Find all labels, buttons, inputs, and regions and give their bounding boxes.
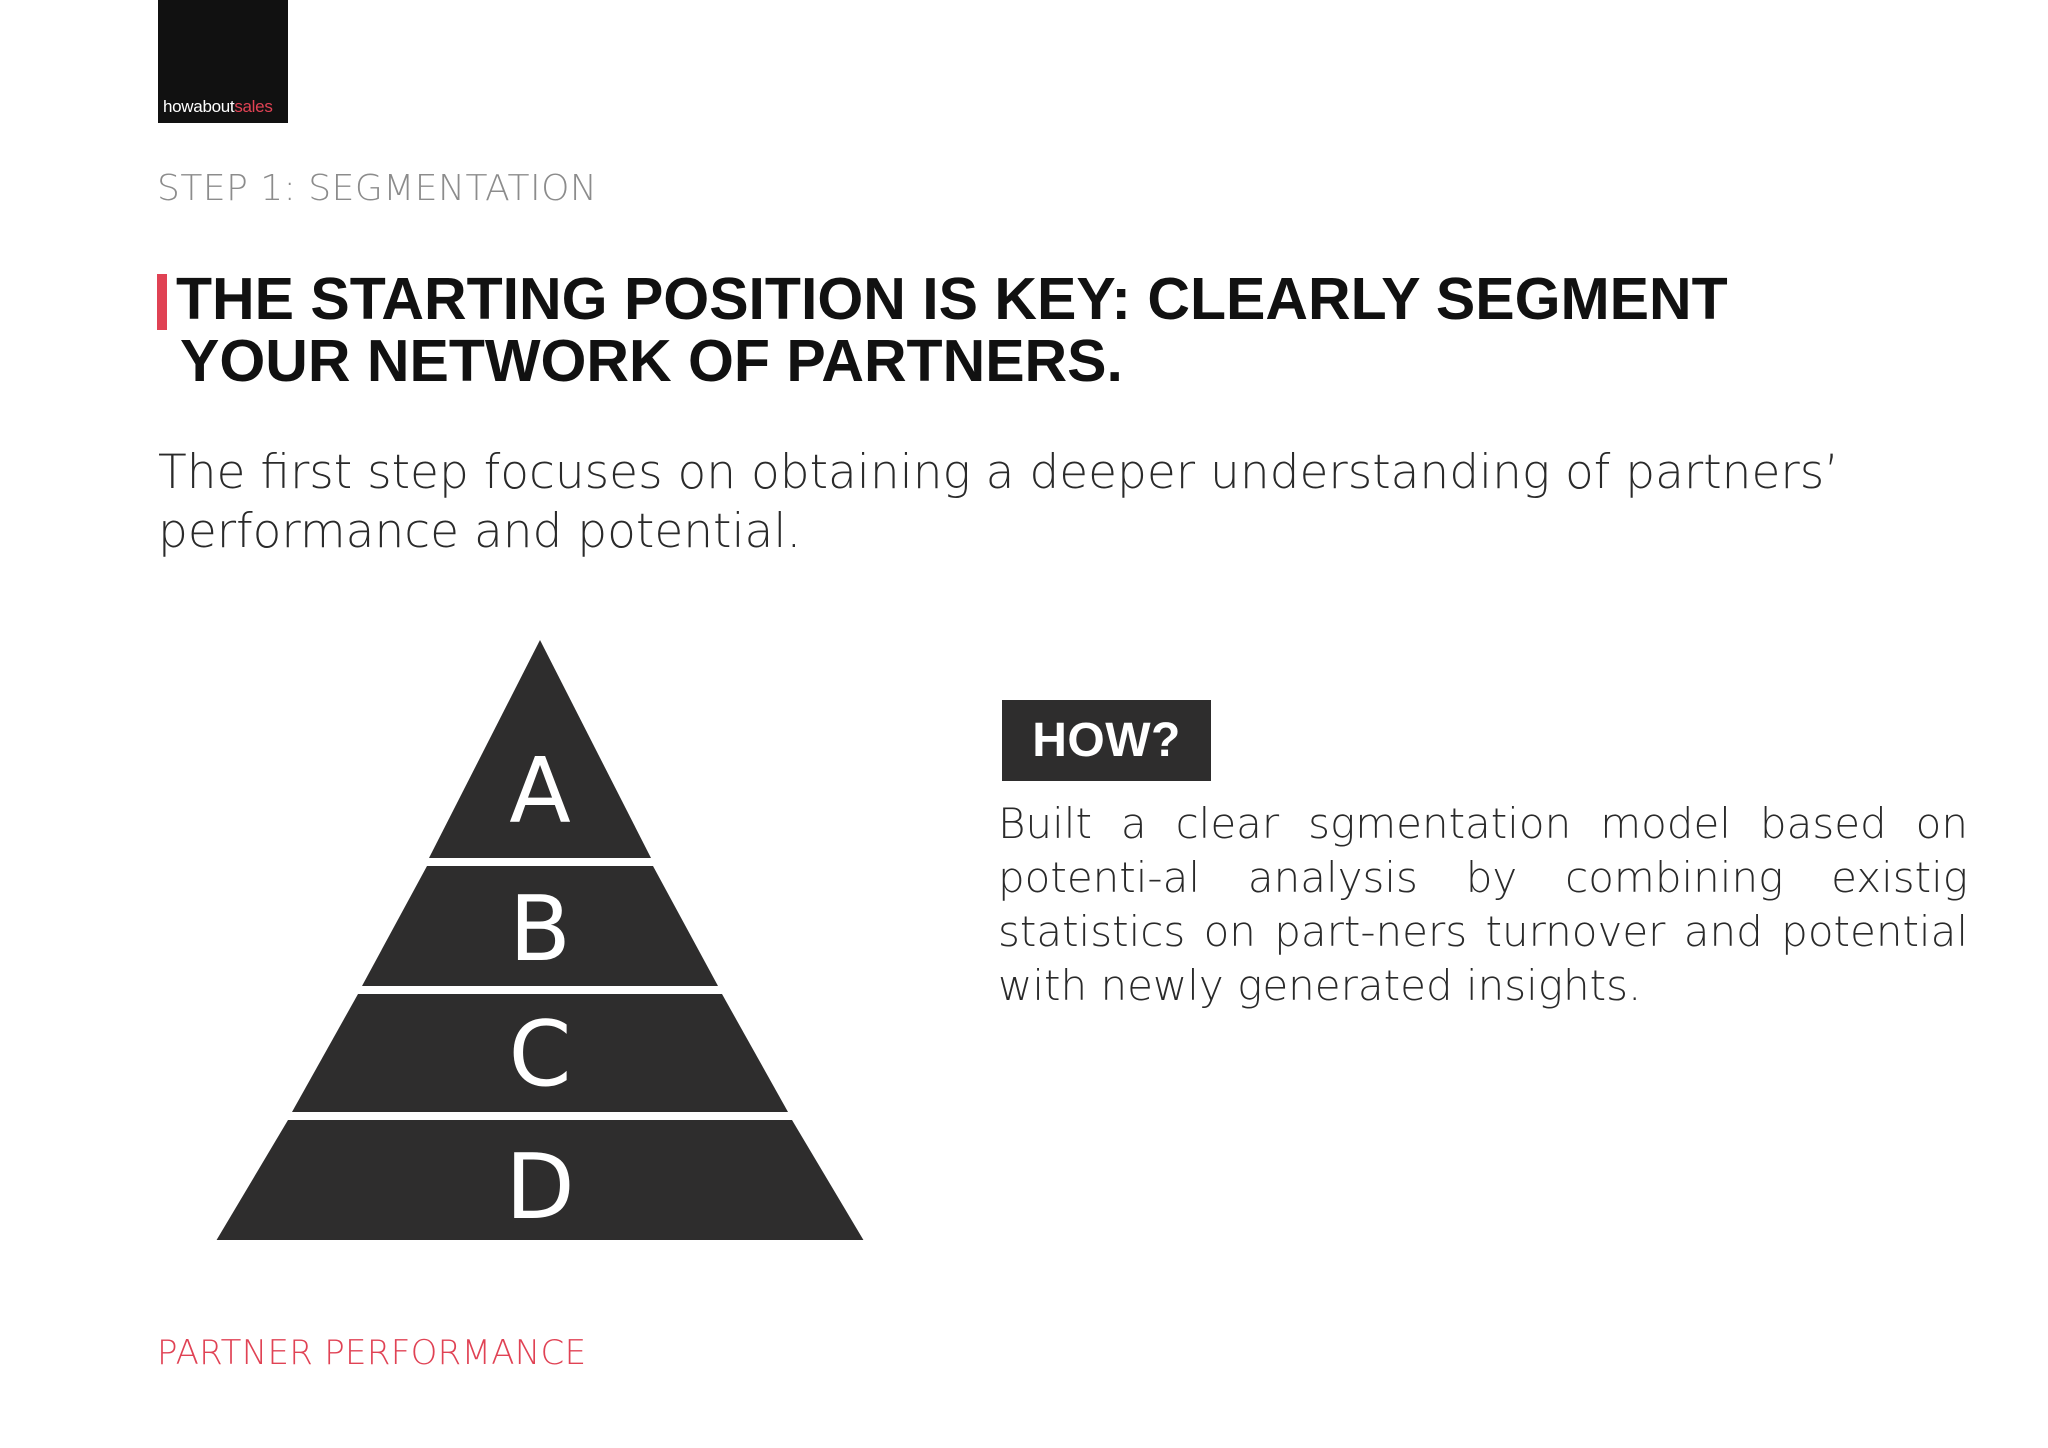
pyramid-tier-b xyxy=(362,866,718,986)
logo-wordmark-prefix: howabout xyxy=(163,97,235,116)
pyramid-tier-c xyxy=(292,994,788,1112)
step-label: STEP 1: SEGMENTATION xyxy=(157,168,598,209)
segmentation-pyramid: A B C D xyxy=(216,640,864,1240)
pyramid-label-b: B xyxy=(509,877,571,982)
pyramid-label-c: C xyxy=(509,1002,572,1107)
pyramid-label-a: A xyxy=(509,739,571,844)
pyramid-label-d: D xyxy=(505,1135,574,1240)
headline-block: THE STARTING POSITION IS KEY: CLEARLY SE… xyxy=(157,268,1857,392)
pyramid-tier-a xyxy=(429,640,651,858)
headline-accent-bar xyxy=(157,274,167,330)
logo-wordmark-accent: sales xyxy=(234,97,273,116)
intro-paragraph: The first step focuses on obtaining a de… xyxy=(158,445,1840,559)
how-badge: HOW? xyxy=(1002,700,1211,781)
how-label: HOW? xyxy=(1032,714,1181,767)
pyramid-tier-d xyxy=(216,1120,864,1240)
headline-line-2: YOUR NETWORK OF PARTNERS. xyxy=(180,328,1123,394)
footer-section-label: PARTNER PERFORMANCE xyxy=(157,1333,587,1373)
logo-wordmark: howaboutsales xyxy=(163,97,273,117)
company-logo: howaboutsales xyxy=(158,0,288,123)
how-description: Built a clear sgmentation model based on… xyxy=(998,799,1968,1010)
headline-line-1: THE STARTING POSITION IS KEY: CLEARLY SE… xyxy=(176,266,1728,332)
page-headline: THE STARTING POSITION IS KEY: CLEARLY SE… xyxy=(176,268,1857,392)
